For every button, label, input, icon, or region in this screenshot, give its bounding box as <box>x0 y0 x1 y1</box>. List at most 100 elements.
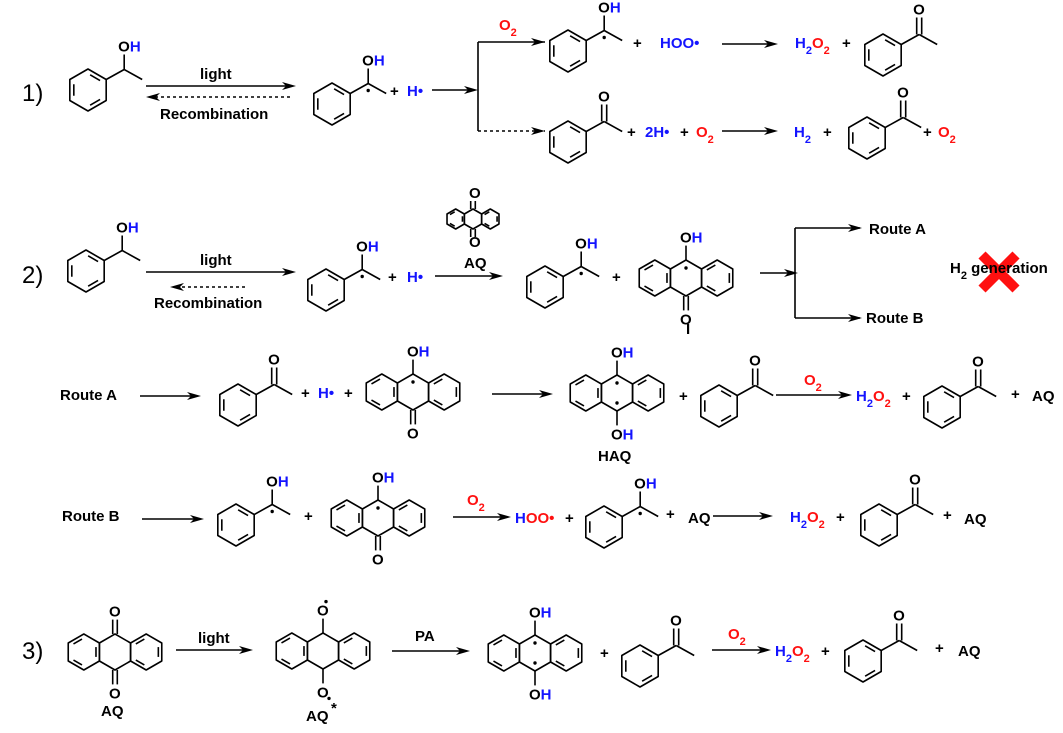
forward-arrow-2 <box>146 268 296 276</box>
radical-dot <box>684 266 688 270</box>
inner-double-bond <box>73 659 83 666</box>
hydroxyl-label: OH <box>611 426 634 443</box>
o2-bottom: O2 <box>696 124 714 146</box>
route-b-ketyl: OH <box>217 474 291 547</box>
bond-ring-carbon <box>900 33 920 46</box>
hydroxyl-label: OH <box>598 0 621 17</box>
two-h-radical: 2H• <box>645 124 669 141</box>
ring-outline <box>480 208 500 230</box>
arrowhead <box>146 93 160 101</box>
benzene-ring <box>446 208 466 230</box>
inner-double-bond <box>637 379 647 386</box>
inner-double-bond <box>484 211 490 216</box>
oxygen-label: O <box>670 613 682 630</box>
plus-sign: + <box>633 35 642 52</box>
bond-methyl <box>918 33 938 46</box>
oxygen-label: O <box>372 551 384 568</box>
ring-outline <box>844 639 882 683</box>
ring-outline <box>365 373 399 411</box>
aq-arrow <box>435 272 503 280</box>
route-b-aq: AQ <box>964 511 987 528</box>
arrowhead <box>764 127 778 135</box>
inner-double-bond <box>327 298 339 306</box>
benzene-ring <box>585 505 623 549</box>
inner-double-bond <box>333 112 345 120</box>
bond-ring-carbon <box>657 644 677 657</box>
hydroxyl-label: OH <box>529 605 552 622</box>
plus-sign: + <box>823 124 832 141</box>
branch-top-ketyl: OH <box>549 0 623 73</box>
plus-sign: + <box>680 124 689 141</box>
plus-sign: + <box>902 388 911 405</box>
hydroxyl-label: OH <box>529 686 552 703</box>
plus-sign: + <box>821 643 830 660</box>
ring-outline <box>307 268 345 312</box>
bond-methyl <box>914 503 934 516</box>
route-b-h2o2: H2O2 <box>790 509 825 531</box>
plus-sign: + <box>679 388 688 405</box>
inner-double-bond <box>943 415 955 423</box>
inner-double-bond <box>343 637 353 644</box>
hydroxyl-label: OH <box>634 476 657 493</box>
arrowhead <box>759 512 773 520</box>
intermediate-I-label: I <box>686 321 690 338</box>
radical-dot <box>579 271 583 276</box>
oxygen-label: O <box>909 472 921 489</box>
bond-methyl <box>361 268 381 281</box>
h2-generation-blocked: H2 generation <box>950 260 1048 282</box>
inner-double-bond <box>569 59 581 67</box>
inner-double-bond <box>281 658 291 665</box>
central-ring <box>518 634 552 672</box>
ring-outline <box>700 384 738 428</box>
hydroxyl-label: OH <box>356 239 379 256</box>
catalyst-aq-label: AQ <box>464 255 487 272</box>
o2-released: O2 <box>938 124 956 146</box>
radical-dot <box>533 641 537 645</box>
plus-sign: + <box>1011 386 1020 403</box>
inner-double-bond <box>73 638 83 645</box>
benzene-ring <box>569 374 603 412</box>
h-radical-2: H• <box>407 269 423 286</box>
bond-ring-carbon <box>959 385 979 398</box>
route-b-heading: Route B <box>62 508 120 525</box>
catalyst-anthraquinone: OO <box>446 185 500 251</box>
plus-sign: + <box>344 385 353 402</box>
benzene-ring <box>844 639 882 683</box>
ring-outline <box>631 374 665 412</box>
route-b-aq-reagent: AQ <box>688 510 711 527</box>
plus-sign: + <box>842 35 851 52</box>
inner-double-bond <box>706 285 716 292</box>
route-a-arrow-3 <box>776 391 852 399</box>
arrowhead <box>190 515 204 523</box>
inner-double-bond <box>644 285 654 292</box>
hydroxyl-label: OH <box>407 344 430 361</box>
product-ketyl-radical-2: OH <box>307 239 381 312</box>
intermediate-ketyl-radical: OH <box>526 236 600 309</box>
hydroxyl-label: OH <box>575 236 598 253</box>
inner-double-bond <box>884 39 896 47</box>
bond-ring-carbon <box>896 503 916 516</box>
radical-dot <box>602 35 606 40</box>
oxygen-label: O <box>268 352 280 369</box>
ring-outline <box>621 644 659 688</box>
inner-double-bond <box>371 399 381 406</box>
aq-star-symbol: * <box>331 700 337 717</box>
condition-recombination: Recombination <box>160 106 268 123</box>
plus-sign: + <box>612 269 621 286</box>
inner-double-bond <box>546 295 558 303</box>
radical-dot <box>360 274 364 279</box>
bond-ring-carbon <box>880 639 900 652</box>
hydroxyl-label: OH <box>680 230 703 247</box>
benzene-ring <box>700 259 734 297</box>
ring-outline <box>549 29 587 73</box>
bond-ring-carbon <box>255 383 275 396</box>
ring-outline <box>330 499 364 537</box>
benzene-ring <box>129 633 163 671</box>
bond-methyl <box>675 644 695 657</box>
inner-double-bond <box>281 637 291 644</box>
inner-double-bond <box>569 150 581 158</box>
ring-outline <box>69 68 107 112</box>
acetophenone-3: O <box>621 613 695 688</box>
